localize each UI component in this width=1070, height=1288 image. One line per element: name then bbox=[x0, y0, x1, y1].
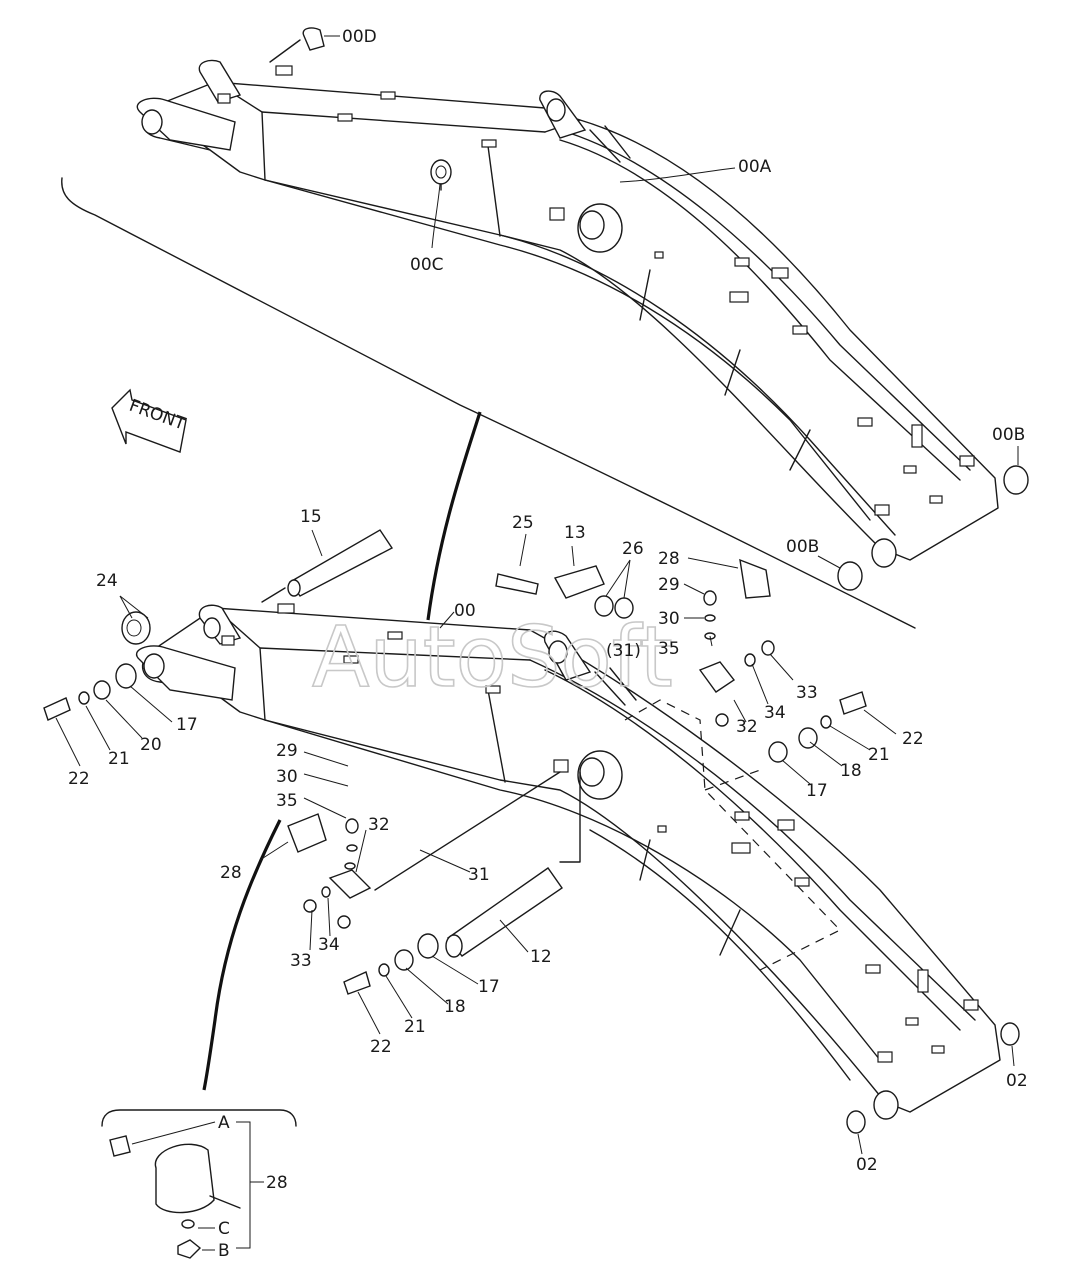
callout-18-lower: 18 bbox=[444, 997, 466, 1017]
callout-29-lower: 29 bbox=[276, 741, 298, 761]
callout-02-right: 02 bbox=[1006, 1071, 1028, 1091]
callout-28-inset: 28 bbox=[266, 1173, 288, 1193]
callout-33-lower: 33 bbox=[290, 951, 312, 971]
callout-a: A bbox=[218, 1113, 230, 1133]
callout-21-right: 21 bbox=[868, 745, 890, 765]
callout-30-upper: 30 bbox=[658, 609, 680, 629]
callouts-inset: A 28 C B bbox=[218, 1113, 288, 1261]
callout-02-lower: 02 bbox=[856, 1155, 878, 1175]
callout-32-lower: 32 bbox=[368, 815, 390, 835]
callout-34-lower: 34 bbox=[318, 935, 340, 955]
callout-18-right: 18 bbox=[840, 761, 862, 781]
callout-31-ref: (31) bbox=[606, 641, 641, 661]
callout-34-upper: 34 bbox=[764, 703, 786, 723]
callout-29-upper: 29 bbox=[658, 575, 680, 595]
callouts-main: 15 24 00 25 13 26 28 29 30 (31) 35 33 34… bbox=[68, 507, 1028, 1175]
callout-21-lower: 21 bbox=[404, 1017, 426, 1037]
callout-b: B bbox=[218, 1241, 230, 1261]
callout-00b-right: 00B bbox=[992, 425, 1025, 445]
callout-35-upper: 35 bbox=[658, 639, 680, 659]
callout-25: 25 bbox=[512, 513, 534, 533]
front-direction-arrow: FRONT bbox=[111, 388, 188, 453]
callout-17-left: 17 bbox=[176, 715, 198, 735]
callout-12: 12 bbox=[530, 947, 552, 967]
callout-21-left: 21 bbox=[108, 749, 130, 769]
callout-31: 31 bbox=[468, 865, 490, 885]
callout-00a: 00A bbox=[738, 157, 772, 177]
callout-20-left: 20 bbox=[140, 735, 162, 755]
callout-24: 24 bbox=[96, 571, 118, 591]
callout-00b-left: 00B bbox=[786, 537, 819, 557]
callout-15: 15 bbox=[300, 507, 322, 527]
callout-17-right: 17 bbox=[806, 781, 828, 801]
callout-22-left: 22 bbox=[68, 769, 90, 789]
callout-22-right: 22 bbox=[902, 729, 924, 749]
callout-35-lower: 35 bbox=[276, 791, 298, 811]
callout-33-upper: 33 bbox=[796, 683, 818, 703]
callout-00d: 00D bbox=[342, 27, 377, 47]
callouts-top: 00D 00A 00C 00B 00B bbox=[342, 27, 1025, 557]
upper-boom-drawing bbox=[61, 27, 1029, 629]
callout-28-upper: 28 bbox=[658, 549, 680, 569]
callout-26: 26 bbox=[622, 539, 644, 559]
lamp-detail-inset bbox=[101, 1109, 297, 1259]
watermark-text: AutoSoft bbox=[312, 608, 673, 706]
callout-32-upper: 32 bbox=[736, 717, 758, 737]
callout-00c: 00C bbox=[410, 255, 444, 275]
callout-13: 13 bbox=[564, 523, 586, 543]
callout-22-lower: 22 bbox=[370, 1037, 392, 1057]
callout-c: C bbox=[218, 1219, 230, 1239]
callout-17-lower: 17 bbox=[478, 977, 500, 997]
callout-00: 00 bbox=[454, 601, 476, 621]
callout-30-lower: 30 bbox=[276, 767, 298, 787]
callout-28-lower: 28 bbox=[220, 863, 242, 883]
lower-boom-drawing bbox=[43, 411, 1020, 1155]
